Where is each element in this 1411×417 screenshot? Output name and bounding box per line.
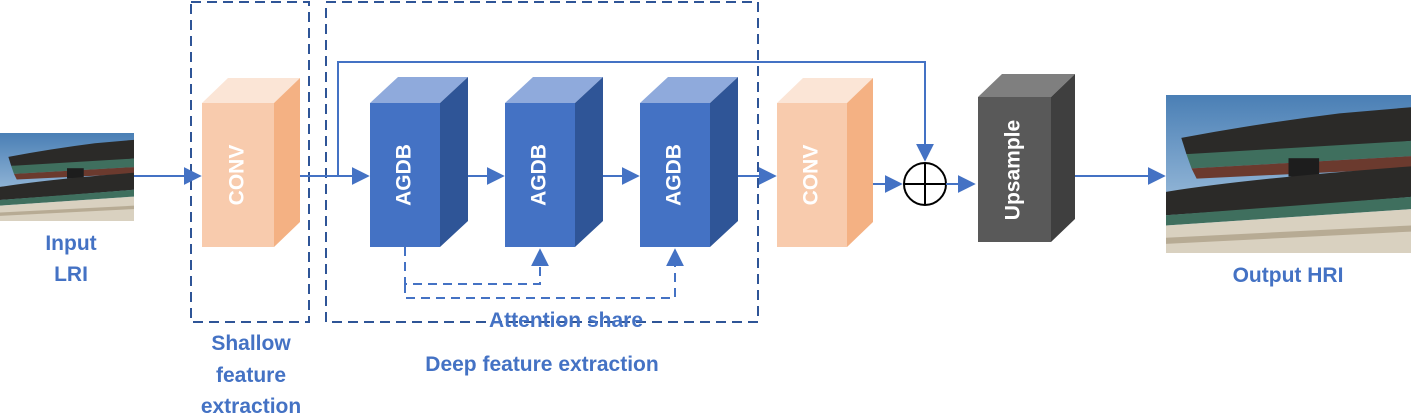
agdb-block-1: AGDB xyxy=(370,77,468,247)
agdb-block-2: AGDB xyxy=(505,77,603,247)
shallow-caption-line1: Shallow xyxy=(211,332,291,355)
agdb-label-3: AGDB xyxy=(663,144,686,206)
input-label-line1: Input xyxy=(45,232,96,255)
shallow-feature-box xyxy=(190,1,310,323)
input-image xyxy=(0,133,134,221)
upsample-label: Upsample xyxy=(1002,120,1025,220)
upsample-block: Upsample xyxy=(978,74,1075,242)
input-label-line2: LRI xyxy=(54,263,88,286)
output-image xyxy=(1166,95,1411,253)
deep-conv-label: CONV xyxy=(800,145,823,206)
attention-share-label: Attention share xyxy=(489,309,643,332)
attention-share-arrow-2 xyxy=(404,248,684,299)
deep-feature-box xyxy=(325,1,759,323)
skip-connection-arrow xyxy=(337,61,934,176)
deep-feature-caption: Deep feature extraction xyxy=(425,353,658,376)
shallow-caption-line2: feature xyxy=(216,364,286,387)
shallow-conv-label: CONV xyxy=(226,145,249,206)
output-label: Output HRI xyxy=(1233,264,1344,287)
agdb-label-2: AGDB xyxy=(528,144,551,206)
agdb-label-1: AGDB xyxy=(393,144,416,206)
deep-conv-block: CONV xyxy=(777,78,873,247)
shallow-conv-block: CONV xyxy=(202,78,300,247)
shallow-caption-line3: extraction xyxy=(201,395,301,417)
circled-plus-icon xyxy=(903,162,947,206)
attention-share-arrow-1 xyxy=(404,247,549,285)
agdb-block-3: AGDB xyxy=(640,77,738,247)
